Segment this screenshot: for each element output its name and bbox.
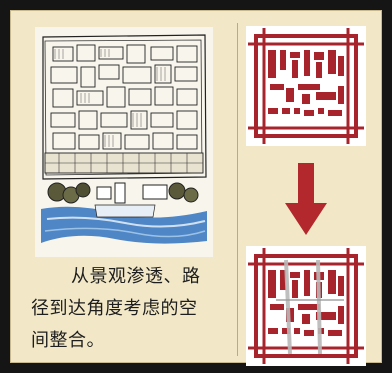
caption-text: 从景观渗透、路 径到达角度考虑的空 间整合。 xyxy=(31,261,231,357)
plan-diagram-after-graphic xyxy=(246,246,366,366)
plan-diagram-before-graphic xyxy=(246,26,366,146)
caption-line-2: 径到达角度考虑的空 xyxy=(31,298,198,319)
caption-line-3: 间整合。 xyxy=(31,330,105,351)
vertical-divider xyxy=(237,23,238,356)
caption-line-1: 从景观渗透、路 xyxy=(71,266,201,287)
sketch-drawing xyxy=(35,27,213,257)
down-arrow-icon xyxy=(281,159,331,239)
plan-diagram-after xyxy=(246,246,366,366)
plan-diagram-before xyxy=(246,26,366,146)
content-panel: 从景观渗透、路 径到达角度考虑的空 间整合。 xyxy=(10,10,382,366)
site-sketch-image xyxy=(35,27,213,257)
